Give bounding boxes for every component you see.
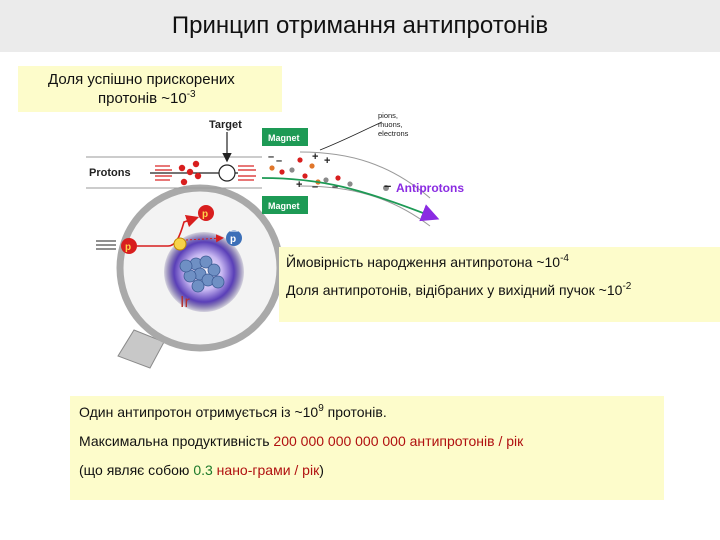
box2-line1: Ймовірність народження антипротона ~10-4	[286, 253, 569, 271]
magnifier-handle	[117, 329, 165, 369]
title-bar	[0, 0, 720, 52]
svg-text:+: +	[312, 151, 318, 163]
secondaries-label-1: pions,	[378, 111, 398, 120]
incoming-proton-label: p	[125, 242, 131, 253]
charge-signs: ––+ ++– –	[268, 151, 338, 193]
collision-burst	[173, 237, 187, 251]
annual-mass-unit: нано-грами / рік	[212, 462, 320, 478]
produced-antiproton-label: p	[230, 234, 236, 245]
secondaries-label-2: muons,	[378, 120, 403, 129]
secondary-particles	[269, 157, 353, 187]
magnet-bottom-label: Magnet	[268, 201, 300, 211]
box2-line2: Доля антипротонів, відібраних у вихідний…	[286, 281, 632, 299]
outgoing-proton	[198, 205, 214, 221]
target-circle	[218, 164, 236, 182]
slide-title: Принцип отримання антипротонів	[171, 12, 549, 39]
iridium-nucleus	[179, 255, 225, 293]
box3-line2: Максимальна продуктивність 200 000 000 0…	[79, 433, 524, 449]
box3-line1: Один антипротон отримується із ~109 прот…	[79, 403, 387, 421]
antiproton-dot	[383, 185, 389, 191]
summary-box: Один антипротон отримується із ~109 прот…	[70, 396, 664, 500]
box1-line2: протонів ~10-3	[98, 89, 196, 108]
antiproton-minus: –	[384, 178, 391, 193]
secondaries-label-3: electrons	[378, 129, 409, 138]
incoming-proton	[121, 238, 137, 254]
box1-line1: Доля успішно прискорених	[48, 71, 235, 88]
probability-box: Ймовірність народження антипротона ~10-4…	[279, 247, 720, 322]
box3-line3: (що являє собою 0.3 нано-грами / рік)	[79, 462, 324, 478]
protons-label: Protons	[89, 167, 131, 179]
svg-text:+: +	[324, 155, 330, 167]
annual-antiproton-count: 200 000 000 000 000 антипротонів / рік	[273, 433, 524, 449]
proton-dots	[178, 160, 202, 186]
magnet-bottom	[262, 196, 308, 214]
svg-text:+: +	[296, 179, 302, 191]
outgoing-proton-label: p	[202, 209, 208, 220]
secondaries-pointer	[319, 121, 383, 151]
annual-mass-value: 0.3	[193, 462, 213, 478]
antiprotons-label: Antiprotons	[396, 181, 464, 195]
nucleus-label: Ir	[180, 294, 190, 311]
svg-text:–: –	[276, 155, 282, 167]
svg-text:–: –	[268, 151, 274, 163]
inset-proton-streaks	[96, 240, 116, 250]
magnet-top-label: Magnet	[268, 133, 300, 143]
target-label: Target	[209, 119, 242, 131]
magnet-top	[262, 128, 308, 146]
accelerated-fraction-box: Доля успішно прискорених протонів ~10-3	[18, 66, 282, 112]
antiproton-trajectory	[261, 177, 440, 222]
svg-text:–: –	[332, 181, 338, 193]
proton-streaks	[155, 165, 256, 181]
svg-text:–: –	[312, 181, 318, 193]
produced-antiproton	[226, 230, 242, 246]
